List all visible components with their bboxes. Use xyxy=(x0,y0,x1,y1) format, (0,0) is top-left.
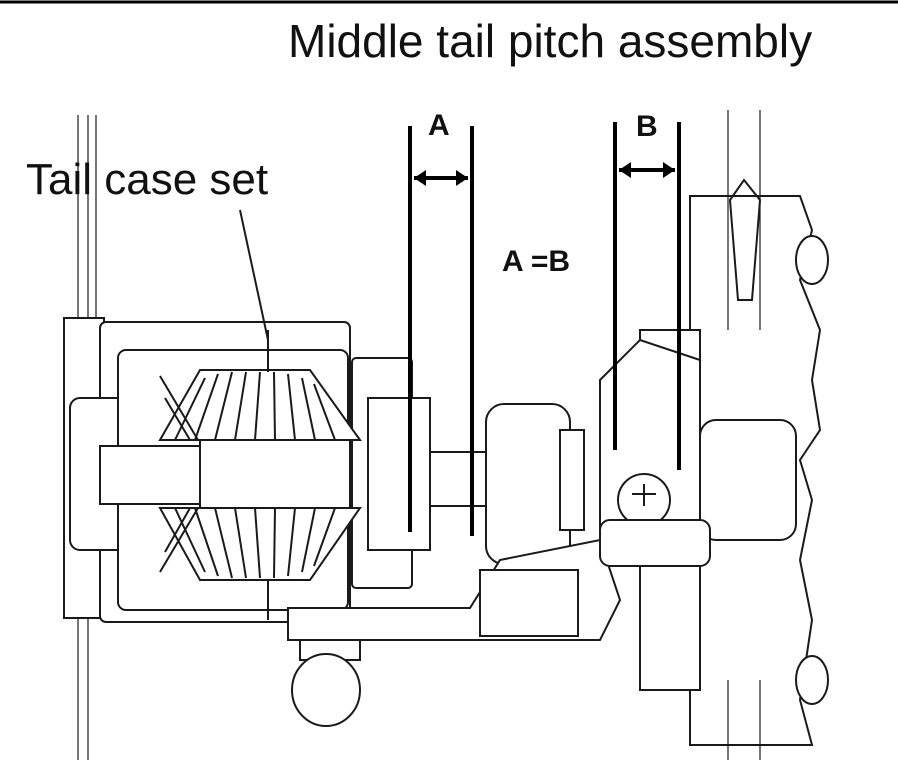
tail-case-set-label: Tail case set xyxy=(26,155,269,204)
page-title: Middle tail pitch assembly xyxy=(288,15,813,67)
tail-case-set xyxy=(69,321,431,623)
dimension-a xyxy=(408,126,474,536)
ball-link xyxy=(291,653,361,727)
equation-label: A =B xyxy=(502,245,571,278)
upper-bevel-gear xyxy=(158,369,362,441)
tail-case-leader xyxy=(239,209,269,341)
dimension-b xyxy=(613,122,681,470)
pitch-slider xyxy=(429,403,585,565)
dimension-b-label: B xyxy=(636,110,658,143)
pitch-control-arm xyxy=(287,538,622,727)
dimension-a-label: A xyxy=(428,109,450,142)
tail-hub xyxy=(599,110,829,760)
